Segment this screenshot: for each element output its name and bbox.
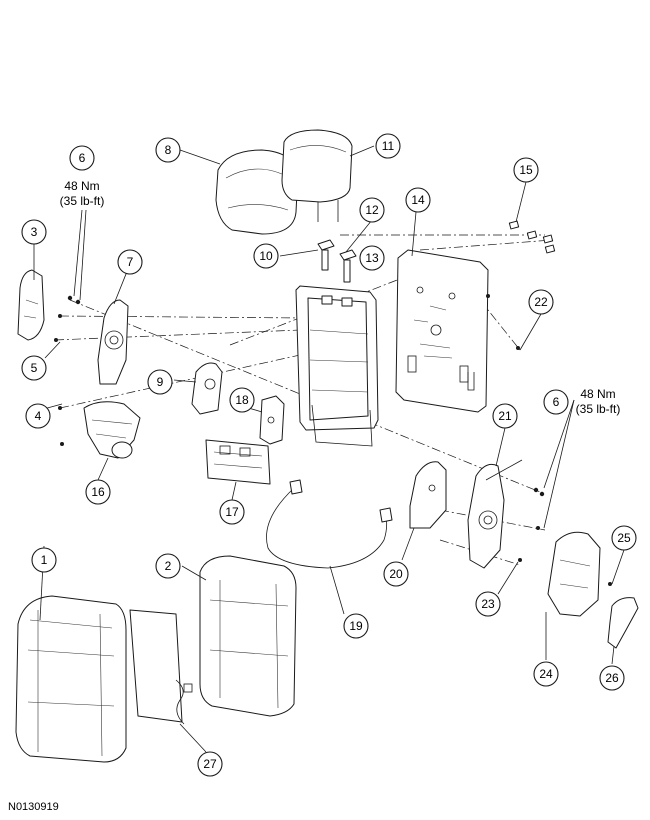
callout-26-label: 26	[605, 671, 619, 685]
callout-15-label: 15	[519, 163, 533, 177]
callout-10-label: 10	[259, 249, 273, 263]
cable-19	[266, 479, 393, 569]
callout-16-label: 16	[91, 485, 105, 499]
callout-14-label: 14	[411, 193, 425, 207]
bolts	[508, 220, 556, 254]
assembly-axes	[54, 234, 553, 566]
callout-20: 20	[383, 561, 409, 587]
callout-20-label: 20	[389, 567, 403, 581]
callout-23: 23	[475, 591, 501, 617]
callout-7: 7	[117, 249, 143, 275]
callout-24-label: 24	[539, 667, 553, 681]
callout-22-label: 22	[534, 295, 548, 309]
callout-17: 17	[219, 499, 245, 525]
callout-2: 2	[155, 553, 181, 579]
control-module	[259, 395, 285, 445]
callout-7-label: 7	[127, 255, 134, 269]
bracket-9	[191, 362, 223, 415]
callout-18-label: 18	[235, 393, 249, 407]
callout-3: 3	[21, 219, 47, 245]
back-board	[129, 609, 193, 725]
callout-17-label: 17	[225, 505, 239, 519]
callout-23-label: 23	[481, 597, 495, 611]
callout-3-label: 3	[31, 225, 38, 239]
seatback-pad	[199, 555, 297, 717]
callout-13-label: 13	[365, 251, 379, 265]
callout-16: 16	[85, 479, 111, 505]
torque-right-lbft: (35 lb-ft)	[576, 402, 621, 416]
reference-id: N0130919	[8, 801, 59, 813]
callout-22: 22	[528, 289, 554, 315]
seatback-cover	[15, 595, 127, 763]
callout-1-label: 1	[41, 553, 48, 567]
headrest-rear	[281, 129, 353, 222]
seatback-frame	[295, 285, 379, 447]
fasteners	[54, 294, 612, 586]
callout-9: 9	[147, 369, 173, 395]
wiring-harness	[205, 439, 271, 485]
torque-spec-left: 6 48 Nm (35 lb-ft)	[60, 145, 105, 208]
callout-4-label: 4	[35, 409, 42, 423]
callout-12: 12	[359, 197, 385, 223]
callout-9-label: 9	[157, 375, 164, 389]
side-cover-left	[17, 269, 45, 341]
callout-1: 1	[31, 547, 57, 573]
callout-14: 14	[405, 187, 431, 213]
side-shield	[409, 461, 447, 529]
callout-11: 11	[375, 133, 401, 159]
callout-2-label: 2	[165, 559, 172, 573]
callout-27-label: 27	[203, 757, 217, 771]
torque-right-callout: 6	[553, 395, 560, 409]
torque-left-nm: 48 Nm	[64, 179, 99, 193]
callout-12-label: 12	[365, 203, 379, 217]
callout-13: 13	[359, 245, 385, 271]
recliner-left	[97, 299, 129, 385]
callout-8-label: 8	[165, 143, 172, 157]
recliner-right	[467, 459, 523, 569]
recline-handle	[607, 597, 639, 649]
callout-8: 8	[155, 137, 181, 163]
torque-left-callout: 6	[79, 151, 86, 165]
callout-21-label: 21	[498, 409, 512, 423]
callout-10: 10	[253, 243, 279, 269]
leader-lines	[33, 145, 625, 753]
callout-18: 18	[229, 387, 255, 413]
seatback-panel	[395, 249, 489, 413]
lumbar-motor	[83, 401, 141, 459]
torque-spec-right: 6 48 Nm (35 lb-ft)	[543, 387, 621, 416]
torque-left-lbft: (35 lb-ft)	[60, 194, 105, 208]
callout-11-label: 11	[382, 139, 395, 153]
side-cover-right	[547, 531, 601, 617]
callout-25-label: 25	[617, 531, 631, 545]
callout-21: 21	[492, 403, 518, 429]
callout-5: 5	[21, 355, 47, 381]
callout-19: 19	[343, 613, 369, 639]
callout-19-label: 19	[349, 619, 363, 633]
callout-15: 15	[513, 157, 539, 183]
callout-5-label: 5	[31, 361, 38, 375]
callout-25: 25	[611, 525, 637, 551]
headrest-front	[215, 149, 299, 235]
callout-4: 4	[25, 403, 51, 429]
torque-right-nm: 48 Nm	[580, 387, 615, 401]
callout-27: 27	[197, 751, 223, 777]
callout-24: 24	[533, 661, 559, 687]
callout-26: 26	[599, 665, 625, 691]
headrest-guides	[317, 239, 357, 283]
